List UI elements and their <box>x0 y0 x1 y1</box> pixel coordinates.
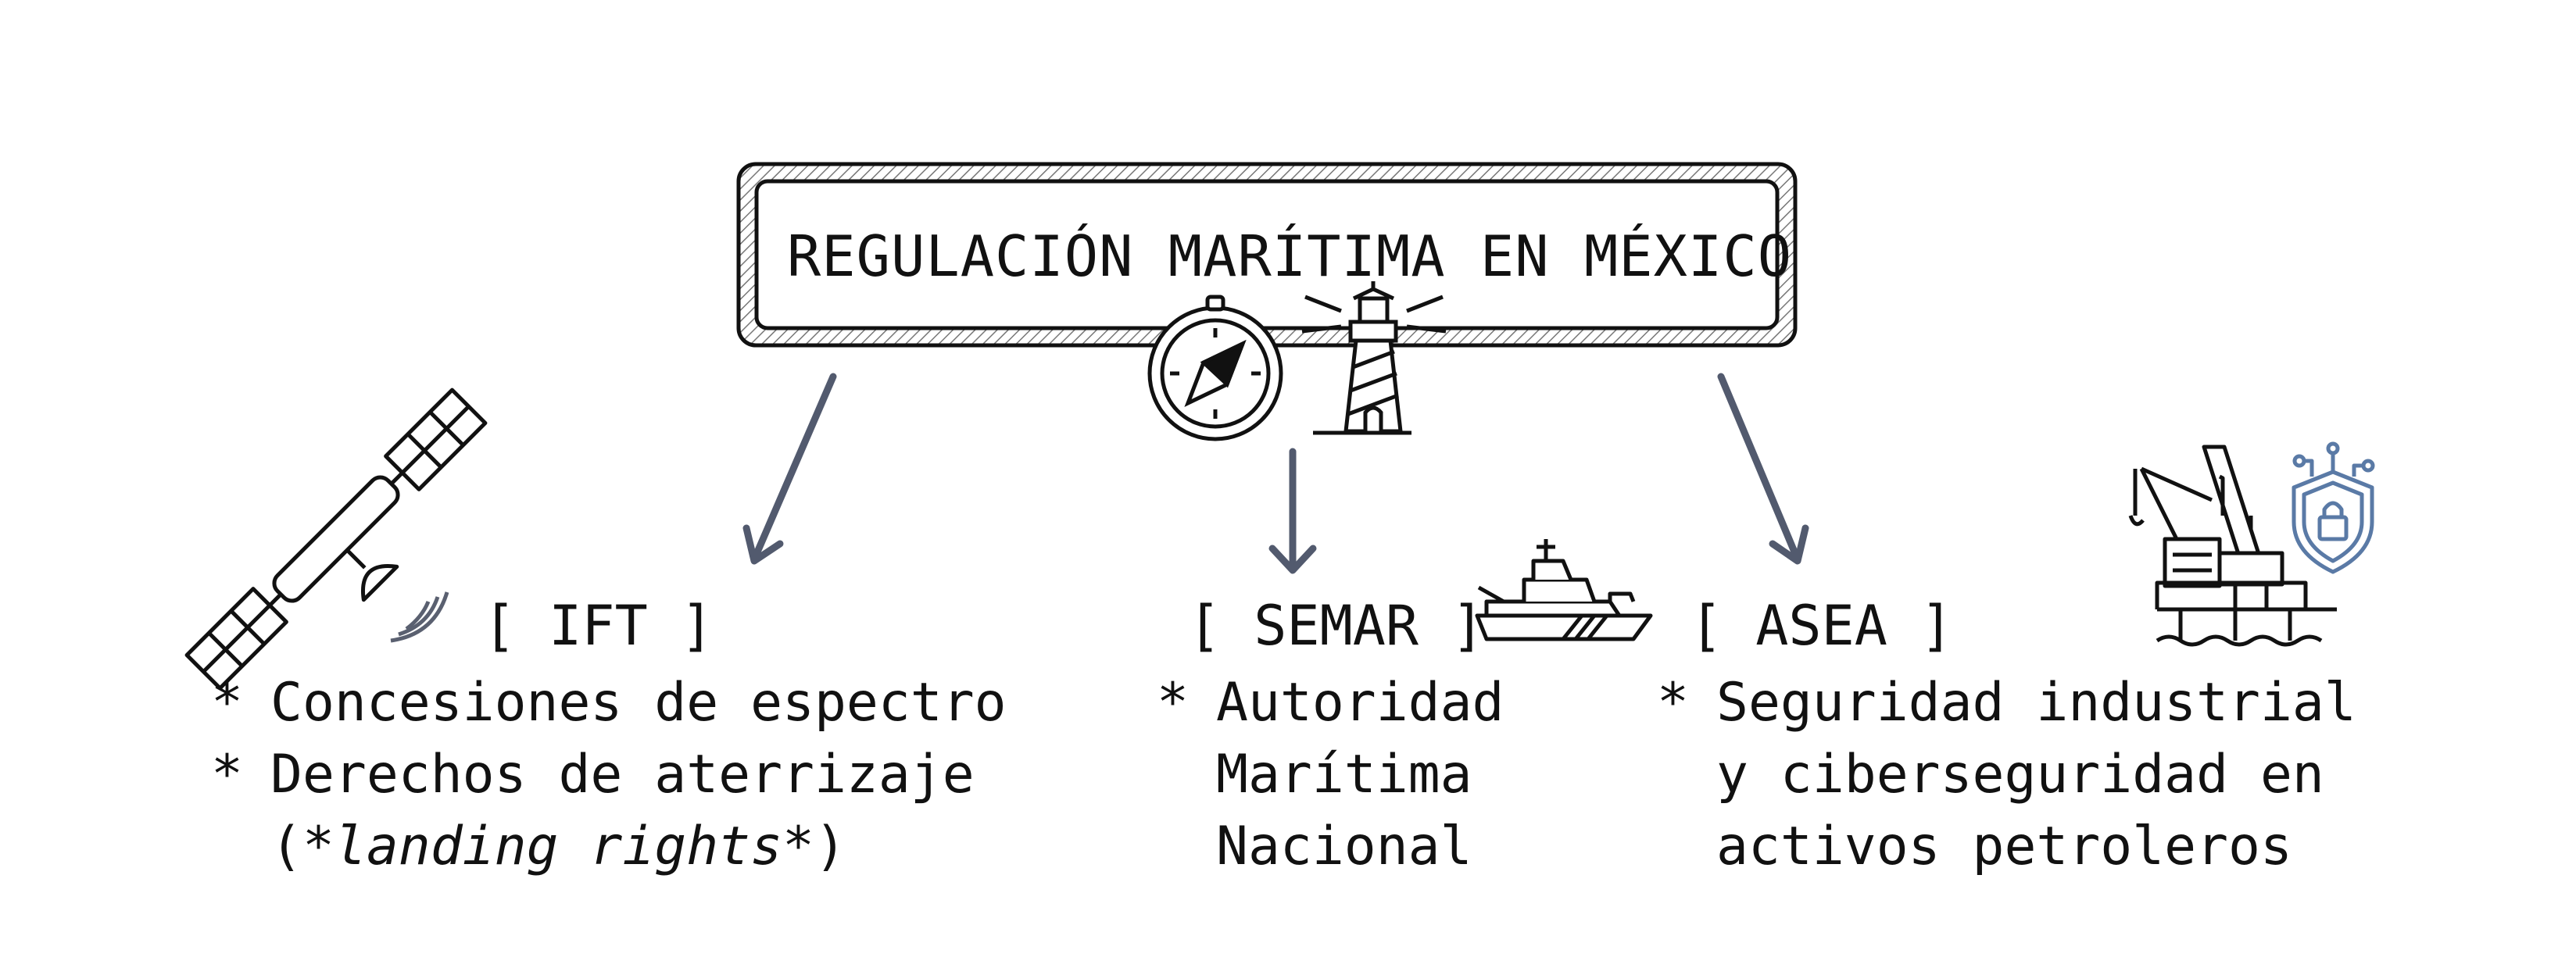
arrow-to-asea <box>1717 373 1809 565</box>
ift-item-1-text: Concesiones de espectro <box>270 672 1007 734</box>
semar-item-1: *Autoridad <box>1157 677 1504 730</box>
page-title: REGULACIÓN MARÍTIMA EN MÉXICO <box>786 223 1793 289</box>
shield-lock-icon <box>2292 441 2375 574</box>
oil-platform-icon <box>2128 445 2337 647</box>
paren-open: (* <box>270 816 335 877</box>
semar-line-1: Autoridad <box>1216 672 1504 734</box>
ift-label: [ IFT ] <box>483 594 714 658</box>
compass-icon <box>1147 295 1283 441</box>
semar-label: [ SEMAR ] <box>1188 594 1485 658</box>
paren-close: *) <box>782 816 846 877</box>
asea-label: [ ASEA ] <box>1690 594 1954 658</box>
asea-line-1: Seguridad industrial <box>1716 672 2356 734</box>
ift-item-2-note: (*landing rights*) <box>270 820 846 873</box>
ift-item-2: *Derechos de aterrizaje <box>211 748 975 802</box>
bullet: * <box>211 744 243 805</box>
bullet: * <box>211 672 243 734</box>
ift-item-2-text: Derechos de aterrizaje <box>270 744 975 805</box>
asea-line-2: y ciberseguridad en <box>1716 744 2324 805</box>
asea-line-3: activos petroleros <box>1716 816 2292 877</box>
arrow-to-ift <box>742 373 837 565</box>
warship-icon <box>1475 539 1653 641</box>
satellite-icon <box>184 388 488 691</box>
asea-item-1: *Seguridad industrial <box>1657 677 2356 730</box>
landing-rights-text: landing rights <box>334 816 783 877</box>
bullet: * <box>1157 672 1189 734</box>
arrow-to-semar <box>1268 448 1317 574</box>
lighthouse-icon <box>1301 281 1447 435</box>
ift-item-1: *Concesiones de espectro <box>211 677 1007 730</box>
bullet: * <box>1657 672 1689 734</box>
semar-line-2: Marítima <box>1216 744 1472 805</box>
semar-line-3: Nacional <box>1216 816 1472 877</box>
title-box <box>736 162 1798 348</box>
